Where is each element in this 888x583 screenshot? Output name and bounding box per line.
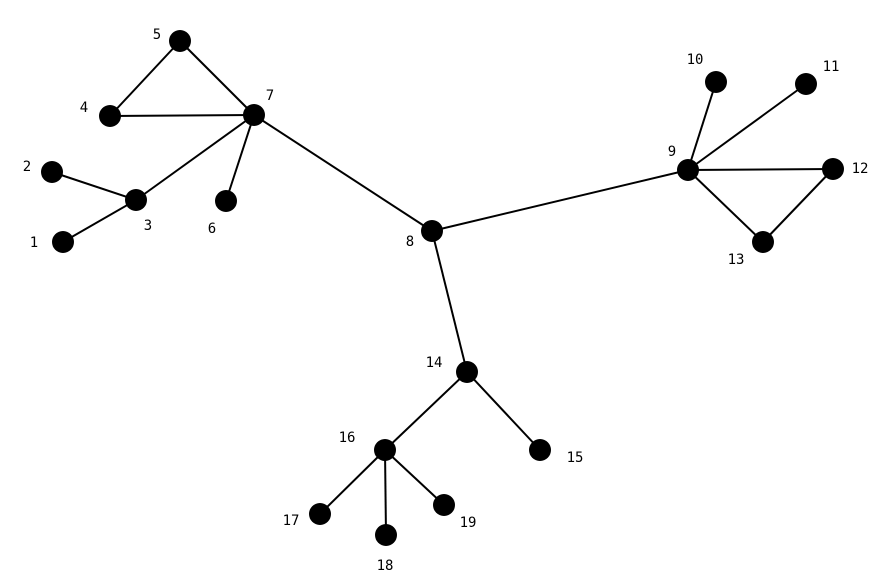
node-4: [99, 105, 121, 127]
node-3: [125, 189, 147, 211]
node-label-6: 6: [208, 221, 216, 237]
node-label-4: 4: [80, 100, 88, 116]
edge-16-19: [384, 449, 445, 506]
node-label-5: 5: [153, 27, 161, 43]
node-label-19: 19: [460, 515, 477, 531]
edge-6-7: [225, 114, 255, 202]
node-6: [215, 190, 237, 212]
node-label-15: 15: [567, 450, 584, 466]
node-17: [309, 503, 331, 525]
node-5: [169, 30, 191, 52]
node-14: [456, 361, 478, 383]
node-15: [529, 439, 551, 461]
edge-4-5: [109, 40, 181, 117]
node-13: [752, 231, 774, 253]
node-16: [374, 439, 396, 461]
edge-9-11: [687, 83, 807, 171]
edge-14-16: [384, 371, 468, 451]
node-18: [375, 524, 397, 546]
edge-12-13: [762, 168, 834, 243]
node-12: [822, 158, 844, 180]
node-layer: [41, 30, 844, 546]
node-11: [795, 73, 817, 95]
edge-3-7: [135, 114, 255, 201]
node-label-17: 17: [283, 513, 300, 529]
edge-14-15: [466, 371, 541, 451]
edge-5-7: [179, 40, 255, 116]
edge-8-9: [431, 169, 689, 232]
node-7: [243, 104, 265, 126]
node-8: [421, 220, 443, 242]
edge-16-18: [384, 449, 387, 536]
edge-7-8: [253, 114, 433, 232]
node-label-14: 14: [426, 355, 443, 371]
edge-8-14: [431, 230, 468, 373]
edge-9-10: [687, 81, 717, 171]
node-label-11: 11: [823, 59, 840, 75]
node-9: [677, 159, 699, 181]
node-19: [433, 494, 455, 516]
node-label-12: 12: [852, 161, 869, 177]
edge-9-12: [687, 168, 834, 171]
node-label-7: 7: [266, 88, 274, 104]
node-label-1: 1: [30, 235, 38, 251]
node-10: [705, 71, 727, 93]
node-label-16: 16: [339, 430, 356, 446]
edge-4-7: [109, 114, 255, 117]
node-1: [52, 231, 74, 253]
edge-1-3: [62, 199, 137, 243]
node-label-18: 18: [377, 558, 394, 574]
node-label-3: 3: [144, 218, 152, 234]
node-label-2: 2: [23, 159, 31, 175]
node-label-13: 13: [728, 252, 745, 268]
edge-9-13: [687, 169, 764, 243]
edge-16-17: [319, 449, 386, 515]
node-2: [41, 161, 63, 183]
node-label-10: 10: [687, 52, 704, 68]
edge-2-3: [51, 171, 137, 201]
node-label-8: 8: [406, 234, 414, 250]
edge-layer: [51, 40, 834, 536]
node-label-9: 9: [668, 144, 676, 160]
